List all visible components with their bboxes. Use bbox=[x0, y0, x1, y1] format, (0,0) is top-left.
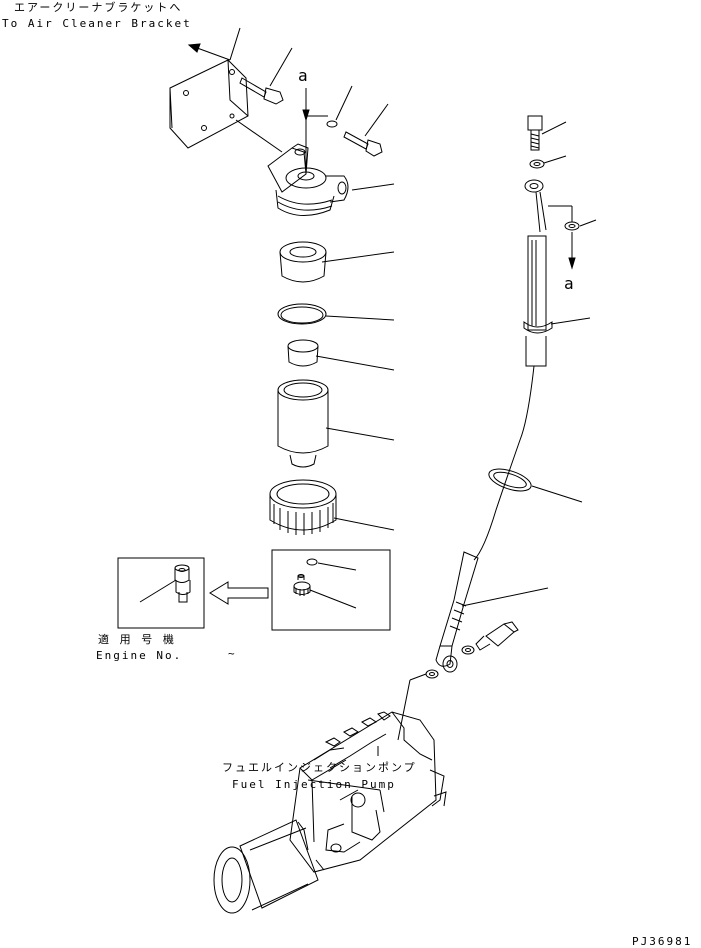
filter-cup bbox=[279, 241, 327, 283]
fuel-injection-pump bbox=[213, 711, 447, 914]
top-banjo-bolt bbox=[527, 115, 543, 151]
lower-gasket-left bbox=[425, 669, 439, 679]
ref-a-right-label: a bbox=[564, 274, 574, 293]
lower-gasket-right bbox=[461, 645, 475, 655]
pump-label-jp: フュエルインジェクションポンプ bbox=[222, 761, 417, 774]
drawing-number: PJ36981 bbox=[632, 935, 693, 948]
sleeve bbox=[287, 339, 319, 367]
drain-plug bbox=[293, 574, 311, 596]
ref-a-top-label: a bbox=[298, 66, 308, 85]
fuel-hose bbox=[473, 179, 553, 561]
top-gasket bbox=[529, 159, 545, 169]
washer bbox=[326, 120, 338, 128]
detail-arrow bbox=[209, 581, 269, 605]
o-ring bbox=[277, 303, 327, 325]
detail-box bbox=[271, 549, 391, 631]
engine-no-range: ~ bbox=[228, 647, 237, 660]
air-cleaner-bracket bbox=[169, 59, 249, 149]
lower-banjo-bolt bbox=[475, 621, 519, 651]
small-o-ring bbox=[306, 558, 318, 566]
applicable-detail-box bbox=[117, 557, 205, 629]
air-cleaner-label-jp: エアークリーナブラケットへ bbox=[14, 1, 183, 14]
pump-label-en: Fuel Injection Pump bbox=[232, 778, 396, 791]
applicable-label-jp: 適 用 号 機 bbox=[98, 633, 176, 646]
ring-nut bbox=[269, 479, 337, 535]
filter-element bbox=[277, 379, 329, 468]
filter-head bbox=[267, 143, 349, 216]
engine-no-label: Engine No. bbox=[96, 649, 183, 662]
bracket-bolt bbox=[239, 77, 284, 105]
bracket-to-head-line bbox=[235, 119, 283, 153]
linework bbox=[117, 27, 597, 914]
pump-leader bbox=[307, 779, 381, 791]
hose-clamp bbox=[488, 468, 532, 492]
lower-fuel-pipe bbox=[435, 551, 479, 667]
air-cleaner-label-en: To Air Cleaner Bracket bbox=[2, 17, 192, 30]
new-drain-plug bbox=[174, 564, 191, 603]
head-bolt bbox=[343, 131, 383, 157]
